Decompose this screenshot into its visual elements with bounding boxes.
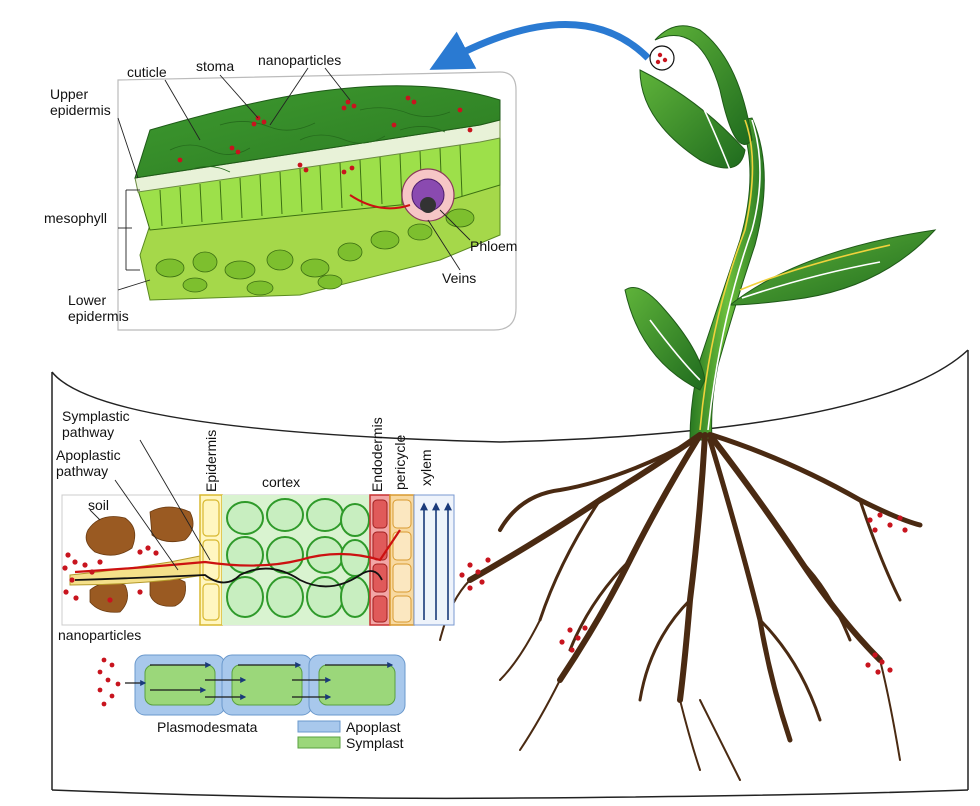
leaf-spot-highlight [649, 45, 675, 71]
legend-symplast: Symplast [346, 735, 404, 751]
label-soil: soil [88, 497, 110, 513]
pot-outline [51, 349, 969, 800]
leaf-cross-section-panel [117, 67, 517, 331]
label-plasmodesmata: Plasmodesmata [157, 719, 258, 735]
root-system [439, 432, 923, 781]
palisade-cells [159, 144, 463, 227]
label-endodermis: Endodermis [369, 417, 385, 492]
leaf-label-lines [117, 67, 471, 291]
legend-apoplast: Apoplast [346, 719, 401, 735]
label-leaf-nanoparticles: nanoparticles [258, 52, 342, 68]
leaf-nanoparticles [177, 95, 473, 175]
soil-particles [85, 506, 194, 613]
label-epidermis: Epidermis [203, 429, 219, 492]
translocation-arrow [429, 21, 651, 70]
apoplastic-pathway-line [74, 567, 383, 588]
root-panel-nanoparticles [62, 545, 159, 603]
root-nanoparticles [459, 512, 908, 675]
apoplast-swatch [297, 720, 341, 733]
label-stoma: stoma [196, 58, 235, 74]
plasmodesmata-diagram [97, 654, 406, 749]
label-upper-epidermis: Upper epidermis [50, 86, 111, 118]
label-xylem: xylem [418, 449, 434, 486]
vein-red-line [349, 194, 411, 210]
symplast-swatch [297, 736, 341, 749]
leaf-spot-dots [655, 52, 668, 65]
label-symplastic-pathway: Symplastic pathway [62, 408, 130, 440]
label-apoplastic-pathway: Apoplastic pathway [56, 447, 121, 479]
label-phloem: Phloem [470, 238, 518, 254]
cortex-cells [226, 498, 370, 618]
spongy-cells [155, 208, 475, 296]
label-root-nanoparticles: nanoparticles [58, 627, 142, 643]
label-lower-epidermis: Lower epidermis [68, 292, 129, 324]
surface-texture [169, 107, 451, 173]
plant [624, 25, 937, 441]
root-cross-section-panel [61, 439, 455, 626]
symplastic-pathway-line [74, 529, 401, 574]
label-veins: Veins [442, 270, 477, 286]
label-cuticle: cuticle [127, 64, 167, 80]
label-mesophyll: mesophyll [44, 210, 108, 226]
label-pericycle: pericycle [392, 434, 408, 490]
label-cortex: cortex [262, 474, 301, 490]
xylem-arrows [420, 502, 452, 620]
root-label-lines [89, 439, 211, 571]
flow-arrows [649, 79, 891, 431]
